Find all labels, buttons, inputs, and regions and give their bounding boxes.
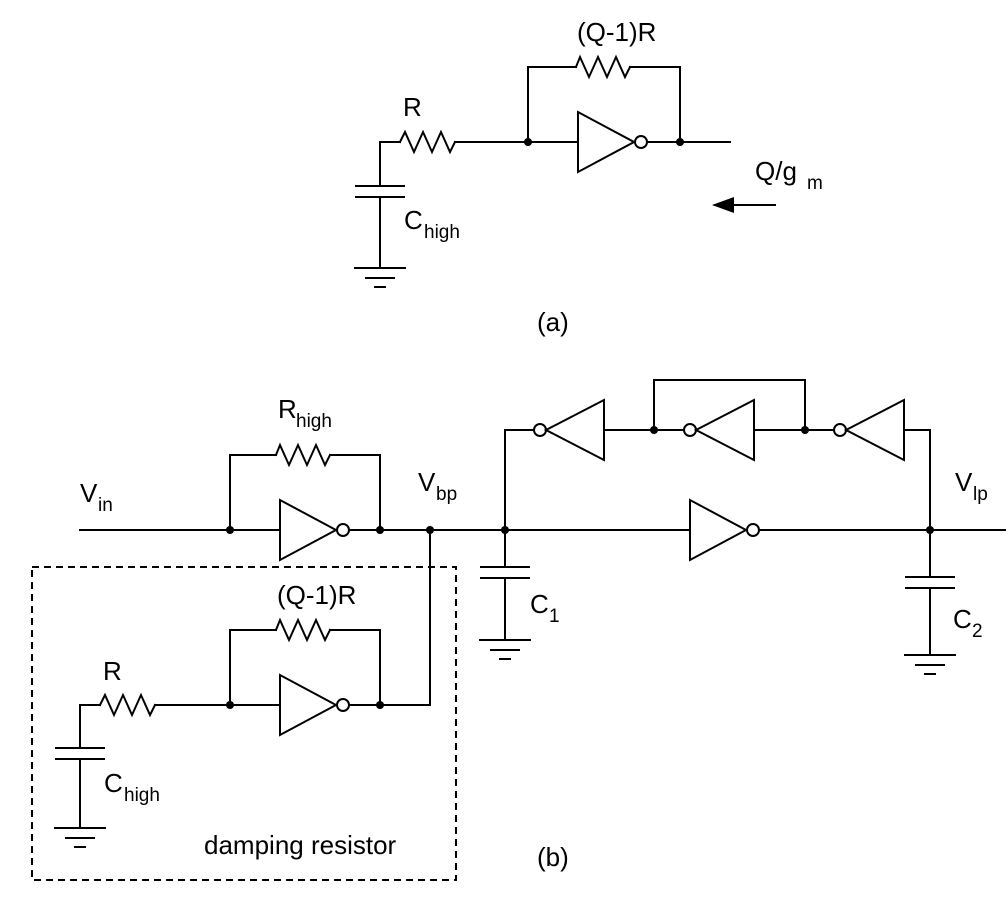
label-c1: C: [530, 589, 549, 619]
subcircuit-a: (Q-1)R R C high Q/g m (a): [354, 17, 823, 337]
label-b-r: R: [103, 656, 122, 686]
inverter-damping: [279, 673, 339, 737]
label-a-feedback: (Q-1)R: [577, 17, 656, 47]
label-damping-resistor: damping resistor: [204, 830, 397, 860]
label-a-r: R: [403, 92, 422, 122]
label-rhigh: R: [278, 394, 297, 424]
resistor-feedback-b: [274, 617, 332, 643]
label-vin-sub: in: [98, 495, 113, 516]
label-vin: V: [80, 478, 98, 508]
caption-a: (a): [537, 307, 569, 337]
resistor-r-b: [98, 692, 157, 718]
label-vbp: V: [418, 467, 436, 497]
label-rhigh-sub: high: [296, 411, 332, 432]
label-c1-sub: 1: [549, 606, 560, 627]
inverter-top-right: [843, 398, 905, 462]
label-a-q: Q/g: [755, 156, 797, 186]
label-c2-sub: 2: [972, 621, 983, 642]
inverter-top-left: [543, 398, 605, 462]
caption-b: (b): [537, 842, 569, 872]
label-b-cap: C: [104, 768, 123, 798]
resistor-r-a: [398, 129, 457, 155]
label-a-cap: C: [404, 205, 423, 235]
inverter-a: [577, 110, 637, 174]
label-a-q-sub: m: [807, 173, 823, 194]
label-vbp-sub: bp: [436, 484, 457, 505]
resistor-feedback-a: [574, 54, 632, 80]
label-c2: C: [953, 604, 972, 634]
inverter-top-mid: [693, 398, 755, 462]
inverter-forward: [689, 498, 749, 562]
inverter-input: [279, 498, 339, 562]
label-a-cap-sub: high: [424, 222, 460, 243]
label-b-feedback: (Q-1)R: [277, 580, 356, 610]
label-vlp-sub: lp: [973, 484, 988, 505]
damping-resistor-box: [31, 566, 457, 881]
resistor-rhigh: [274, 442, 332, 468]
subcircuit-b: R high V in V bp V lp C 1 C 2 (Q-1)R R C…: [31, 379, 1006, 881]
label-vlp: V: [955, 467, 973, 497]
label-b-cap-sub: high: [124, 785, 160, 806]
